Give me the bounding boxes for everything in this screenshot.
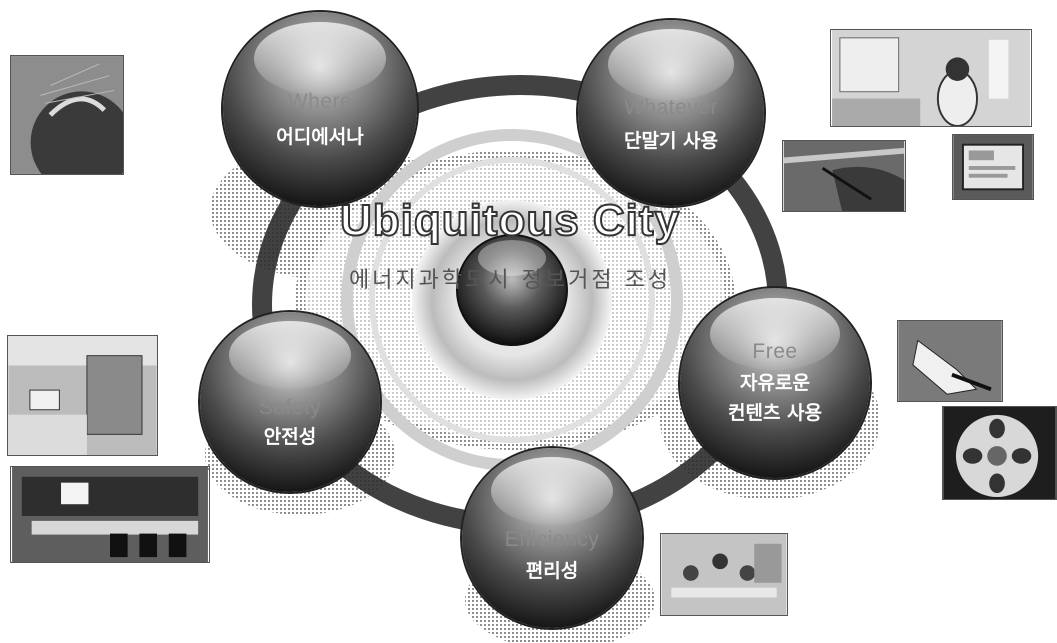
node-korean-label: 안전성 — [200, 424, 380, 450]
node-korean-line: 자유로운 — [680, 370, 870, 396]
panel-image — [953, 135, 1033, 199]
sphere-gloss — [608, 29, 734, 100]
sphere-gloss — [254, 22, 386, 96]
node-korean-label: 자유로운 — [680, 370, 870, 396]
photo-touch-screen-panel — [952, 134, 1034, 200]
node-where: Where 어디에서나 — [223, 12, 417, 206]
photo-sneaker — [897, 320, 1003, 402]
node-efficiency: Efficiency 편리성 — [462, 448, 642, 628]
node-english-label: Efficiency — [462, 528, 642, 552]
node-korean-label: 어디에서나 — [223, 124, 417, 150]
globe-shrimp-image — [11, 56, 123, 174]
photo-kitchen-appliances — [7, 335, 158, 456]
sneaker-image — [898, 321, 1002, 401]
node-korean-label: 편리성 — [462, 558, 642, 584]
robot-room-image — [831, 30, 1031, 126]
sphere-gloss — [229, 321, 351, 389]
photo-hand-with-stylus — [782, 140, 906, 212]
node-english-label: Where — [223, 90, 417, 114]
photo-family-at-table — [660, 533, 788, 616]
photo-globe-with-shrimp — [10, 55, 124, 175]
node-korean-label-2: 컨텐츠 사용 — [680, 400, 870, 426]
control-room-image — [11, 467, 209, 562]
photo-control-room — [10, 466, 210, 563]
node-whatever: Whatever 단말기 사용 — [578, 20, 764, 206]
diagram-subtitle: 에너지과학도시 정보거점 조성 — [300, 262, 720, 294]
node-korean-label: 단말기 사용 — [578, 128, 764, 154]
wheel-image — [943, 407, 1056, 499]
photo-car-wheel — [942, 406, 1057, 500]
node-safety: Safety 안전성 — [200, 312, 380, 492]
sphere-gloss — [491, 457, 613, 525]
family-image — [661, 534, 787, 615]
node-english-label: Whatever — [578, 96, 764, 120]
node-free: Free 자유로운 컨텐츠 사용 — [680, 288, 870, 478]
kitchen-image — [8, 336, 157, 455]
photo-robot-in-living-room — [830, 29, 1032, 127]
node-english-label: Free — [680, 340, 870, 364]
node-english-label: Safety — [200, 396, 380, 420]
stylus-image — [783, 141, 905, 211]
